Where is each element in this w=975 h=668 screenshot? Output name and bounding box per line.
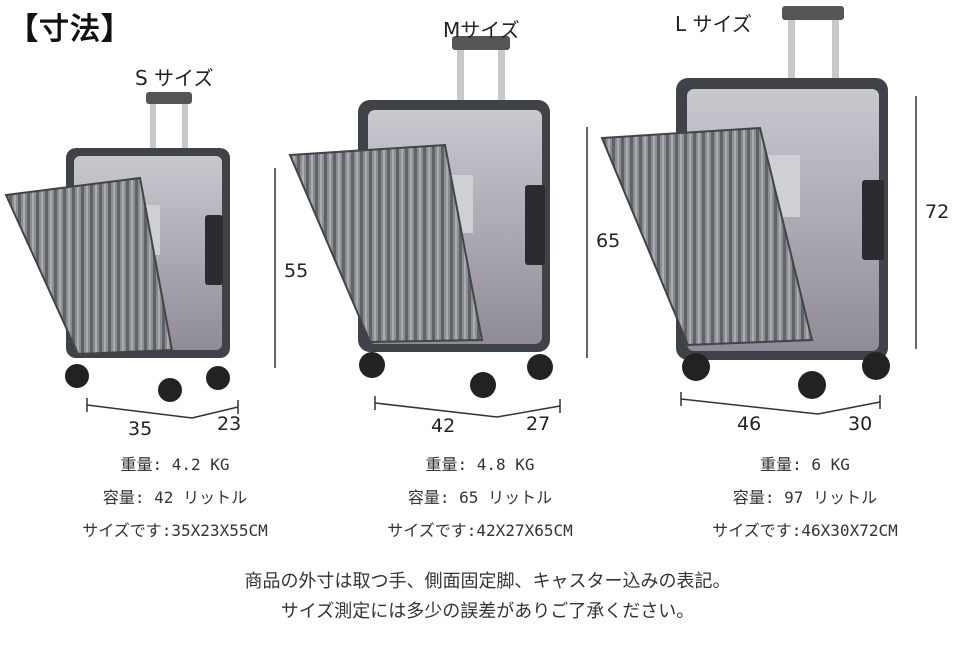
note-outer-dimensions: 商品の外寸は取つ手、側面固定脚、キャスター込みの表記。 <box>244 571 731 592</box>
size-label-l: L サイズ <box>675 12 752 36</box>
suitcase-s <box>4 92 230 402</box>
dimension-lines <box>86 96 917 419</box>
capacity-l: 容量: 97 リットル <box>732 488 878 507</box>
size-label-m: Mサイズ <box>443 18 520 42</box>
suitcase-l <box>600 6 890 399</box>
spec-block-s: 重量: 4.2 KG 容量: 42 リットル サイズです:35X23X55CM <box>35 448 315 547</box>
spec-block-m: 重量: 4.8 KG 容量: 65 リットル サイズです:42X27X65CM <box>340 448 620 547</box>
depth-m: 27 <box>526 413 551 435</box>
height-m: 65 <box>596 230 621 252</box>
width-l: 46 <box>737 413 762 435</box>
height-s: 55 <box>284 260 309 282</box>
suitcase-m <box>288 36 553 398</box>
weight-m: 重量: 4.8 KG <box>425 455 535 474</box>
width-s: 35 <box>128 418 153 440</box>
weight-l: 重量: 6 KG <box>760 455 850 474</box>
width-m: 42 <box>431 415 456 437</box>
dims-m: サイズです:42X27X65CM <box>387 521 573 540</box>
page-title: 【寸法】 <box>8 12 132 47</box>
capacity-s: 容量: 42 リットル <box>102 488 248 507</box>
weight-s: 重量: 4.2 KG <box>120 455 230 474</box>
size-label-s: S サイズ <box>135 66 214 90</box>
dims-l: サイズです:46X30X72CM <box>712 521 898 540</box>
height-l: 72 <box>925 201 950 223</box>
depth-l: 30 <box>848 413 873 435</box>
capacity-m: 容量: 65 リットル <box>407 488 553 507</box>
spec-block-l: 重量: 6 KG 容量: 97 リットル サイズです:46X30X72CM <box>665 448 945 547</box>
note-measurement-error: サイズ測定には多少の誤差がありご了承ください。 <box>280 601 695 622</box>
depth-s: 23 <box>217 413 242 435</box>
dims-s: サイズです:35X23X55CM <box>82 521 268 540</box>
